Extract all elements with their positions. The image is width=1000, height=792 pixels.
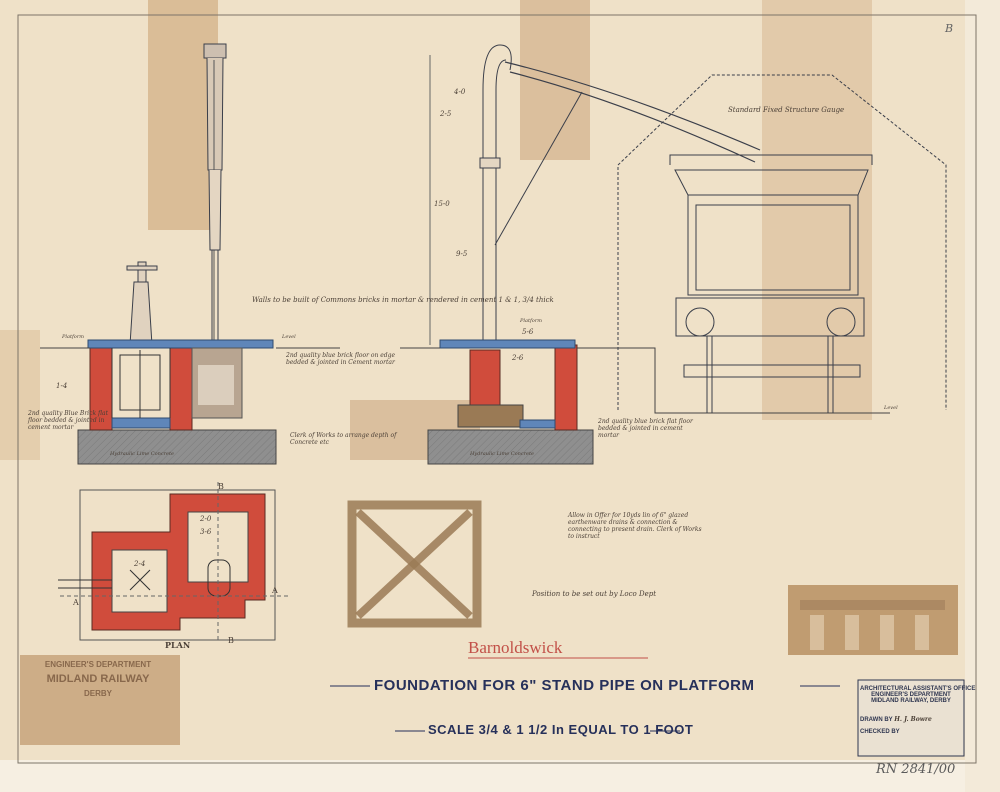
sheet-border xyxy=(17,14,977,764)
dim-8: 3-6 xyxy=(200,528,212,536)
bench-stain xyxy=(788,585,958,655)
office-stamp: ARCHITECTURAL ASSISTANT'S OFFICE ENGINEE… xyxy=(860,686,976,735)
platform-left-label: Platform xyxy=(62,334,84,340)
section-a-right: A xyxy=(272,586,278,595)
concrete-right-label: Hydraulic Lime Concrete xyxy=(470,451,534,457)
concrete-left-label: Hydraulic Lime Concrete xyxy=(110,451,174,457)
plan-label: PLAN xyxy=(165,640,191,650)
section-a-left: A xyxy=(73,598,79,607)
stamp-line-3: MIDLAND RAILWAY, DERBY xyxy=(871,698,951,704)
gauge-label: Standard Fixed Structure Gauge xyxy=(728,106,845,114)
dim-6: 2-6 xyxy=(512,354,524,362)
valve-post xyxy=(126,261,158,346)
midland-line-2: MIDLAND RAILWAY xyxy=(46,673,150,685)
tape-stains xyxy=(0,0,872,460)
drawing-title: FOUNDATION FOR 6" STAND PIPE ON PLATFORM xyxy=(374,677,755,694)
reference-number: RN 2841/00 xyxy=(876,762,956,777)
stamp-line-2: ENGINEER'S DEPARTMENT xyxy=(871,692,951,698)
section-b-top: B xyxy=(218,482,224,491)
drain-note: Allow in Offer for 10yds lin of 6" glaze… xyxy=(568,512,702,540)
dim-9: 1-4 xyxy=(56,382,68,390)
walls-note: Walls to be built of Commons bricks in m… xyxy=(252,296,554,304)
place-name: Barnoldswick xyxy=(468,638,563,657)
stamp-line-1: ARCHITECTURAL ASSISTANT'S OFFICE xyxy=(860,686,976,692)
dim-5: 5-6 xyxy=(522,328,534,336)
stamp-checked: CHECKED BY xyxy=(860,729,900,735)
rail-level-label: Level xyxy=(884,405,898,411)
dim-3: 15-0 xyxy=(434,200,450,208)
floor-left-note: 2nd quality Blue Brick flat floor bedded… xyxy=(28,410,108,431)
section-b-bottom: B xyxy=(228,636,234,645)
left-section xyxy=(40,339,340,465)
middle-section xyxy=(400,339,890,465)
stamp-drawn-label: DRAWN BY xyxy=(860,717,893,723)
wagon-elevation xyxy=(617,74,947,413)
stamp-drawn-name: H. J. Bowre xyxy=(894,716,932,723)
stamp-drawn-row: DRAWN BY H. J. Bowre xyxy=(860,716,962,723)
midland-line-1: ENGINEER'S DEPARTMENT xyxy=(44,660,152,669)
floor-right-note: 2nd quality blue brick flat floor bedded… xyxy=(598,418,693,439)
corner-ref: B xyxy=(945,22,954,35)
platform-right-label: Platform xyxy=(520,318,542,324)
depth-note: Clerk of Works to arrange depth of Concr… xyxy=(290,432,397,446)
midland-line-3: DERBY xyxy=(83,689,112,698)
plan-view xyxy=(58,482,290,641)
dim-2: 2-5 xyxy=(440,110,452,118)
dim-4: 9-5 xyxy=(456,250,468,258)
stand-pipe-middle xyxy=(429,44,761,345)
dim-10: 2-0 xyxy=(200,515,212,523)
level-label: Level xyxy=(282,334,296,340)
dim-7: 2-4 xyxy=(134,560,146,568)
office-stamp-box xyxy=(857,679,965,757)
midland-stamp: ENGINEER'S DEPARTMENT MIDLAND RAILWAY DE… xyxy=(28,660,168,698)
drawing-scale: SCALE 3/4 & 1 1/2 In EQUAL TO 1 FOOT xyxy=(428,722,694,737)
position-note: Position to be set out by Loco Dept xyxy=(532,590,657,598)
floor-top-note: 2nd quality blue brick floor on edge bed… xyxy=(286,352,396,366)
cross-frame xyxy=(347,500,482,628)
stamp-stain xyxy=(20,655,180,745)
dim-1: 4-0 xyxy=(454,88,466,96)
stand-pipe-left xyxy=(203,43,227,345)
